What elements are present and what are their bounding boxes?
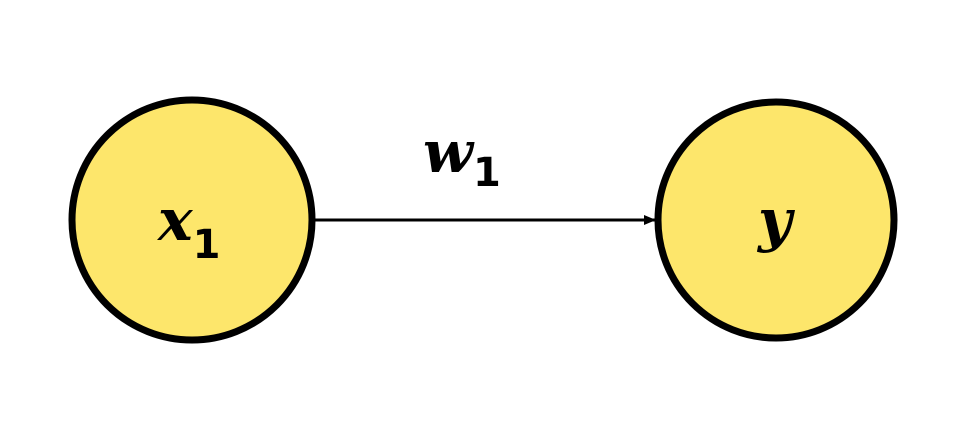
input-node: x1 [68, 96, 316, 344]
edge-weight-subscript: 1 [473, 150, 501, 196]
output-node-symbol: y [756, 186, 796, 254]
edge-weight-label: w1 [423, 118, 501, 196]
output-node-circle [654, 98, 898, 342]
output-node: y [654, 98, 898, 342]
input-node-circle [68, 96, 316, 344]
input-node-subscript: 1 [193, 222, 221, 268]
input-node-symbol: x [156, 186, 194, 254]
input-node-label: x1 [156, 186, 220, 268]
output-node-label: y [756, 186, 796, 254]
edge-weight-symbol: w [423, 118, 475, 186]
